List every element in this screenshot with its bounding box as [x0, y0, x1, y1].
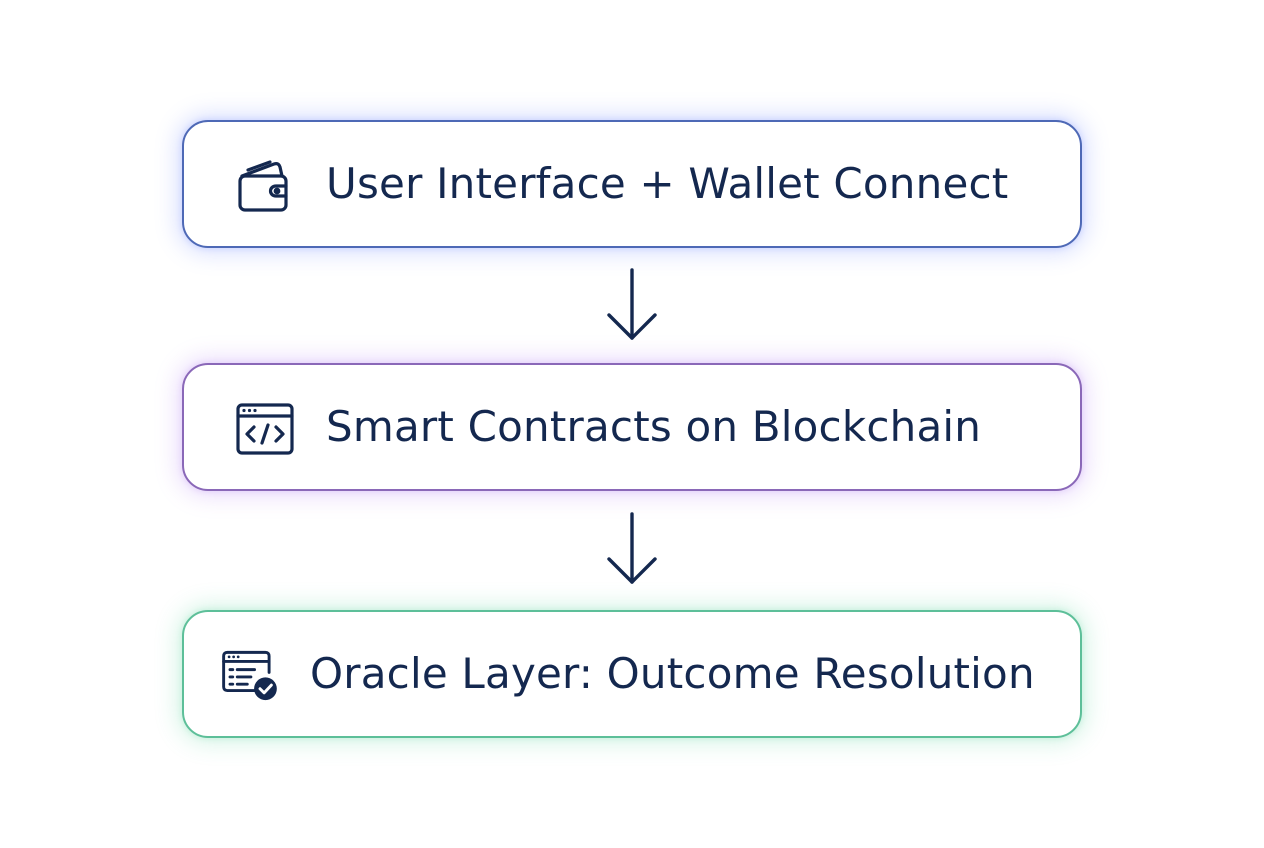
- verified-list-icon: [222, 650, 277, 701]
- layer-label: Smart Contracts on Blockchain: [326, 402, 982, 451]
- arrow-down-icon: [607, 268, 657, 340]
- wallet-icon: [238, 160, 288, 212]
- layer-label: Oracle Layer: Outcome Resolution: [310, 649, 1035, 698]
- layer-oracle: Oracle Layer: Outcome Resolution: [182, 610, 1082, 738]
- layer-label: User Interface + Wallet Connect: [326, 159, 1009, 208]
- layer-smart-contracts: Smart Contracts on Blockchain: [182, 363, 1082, 491]
- layer-user-interface: User Interface + Wallet Connect: [182, 120, 1082, 248]
- arrow-down-icon: [607, 512, 657, 584]
- code-window-icon: [236, 403, 294, 455]
